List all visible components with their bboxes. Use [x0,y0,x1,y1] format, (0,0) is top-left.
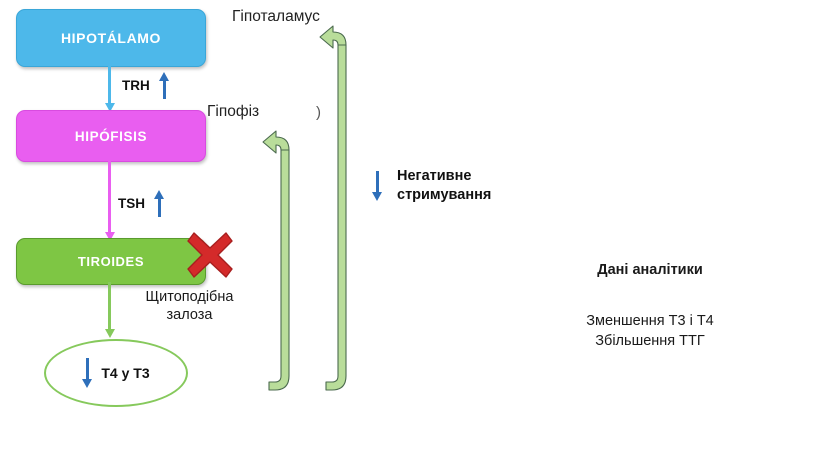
thyroid-gland-caption: Щитоподібна залоза [122,288,257,324]
tsh-increase-arrow-icon [154,190,165,217]
trh-connector-shaft [108,64,111,104]
hormone-output-label: T4 y T3 [101,365,150,381]
trh-connector-arrow [104,64,115,112]
feedback-arrow-to-hypothalamus [325,44,347,391]
negative-feedback-note: Негативне стримування [372,167,491,205]
negative-feedback-line2: стримування [397,186,492,203]
thyroid-output-connector-arrow [104,282,115,338]
lab-finding-line2: Збільшення ТТГ [595,332,705,349]
feedback-arrow-to-hypothalamus-head [319,25,347,49]
hormone-decrease-arrow-icon [82,358,93,388]
tsh-label-group: TSH [118,190,165,217]
stray-glyph: ) [316,104,321,121]
tsh-label: TSH [118,196,145,211]
thyroid-output-shaft [108,282,111,330]
hypophysis-caption: Гіпофіз [207,103,260,120]
negative-feedback-arrow-icon [372,170,383,201]
red-x-icon [187,232,233,278]
negative-feedback-text: Негативне стримування [397,167,491,205]
trh-label-group: TRH [122,72,170,99]
lab-data-heading: Дані аналітики [597,262,703,278]
thyroid-label: TIROIDES [77,254,145,269]
thyroid-box[interactable]: TIROIDES [16,238,206,285]
trh-connector-head [104,103,115,112]
tsh-connector-shaft [108,159,111,233]
trh-label: TRH [122,78,150,93]
lab-data-findings: Зменшення Т3 і Т4 Збільшення ТТГ [540,312,760,351]
hypothalamus-label: HIPOTÁLAMO [60,30,162,46]
hypophysis-label: HIPÓFISIS [74,128,148,144]
tsh-connector-head [104,232,115,241]
hypothalamus-box[interactable]: HIPOTÁLAMO [16,9,206,67]
hormone-output-ellipse[interactable]: T4 y T3 [44,339,188,407]
hypophysis-box[interactable]: HIPÓFISIS [16,110,206,162]
hypothalamus-caption: Гіпоталамус [232,8,320,25]
thyroid-gland-caption-line1: Щитоподібна [145,289,234,305]
lab-finding-line1: Зменшення Т3 і Т4 [586,313,714,329]
trh-increase-arrow-icon [158,72,170,99]
thyroid-output-head [104,329,115,338]
feedback-arrow-to-hypophysis [268,149,290,391]
lab-data-panel: Дані аналітики Зменшення Т3 і Т4 Збільше… [540,262,760,351]
thyroid-gland-caption-line2: залоза [166,307,213,324]
feedback-arrow-to-hypophysis-head [262,130,290,154]
negative-feedback-line1: Негативне [397,168,472,184]
tsh-connector-arrow [104,159,115,241]
